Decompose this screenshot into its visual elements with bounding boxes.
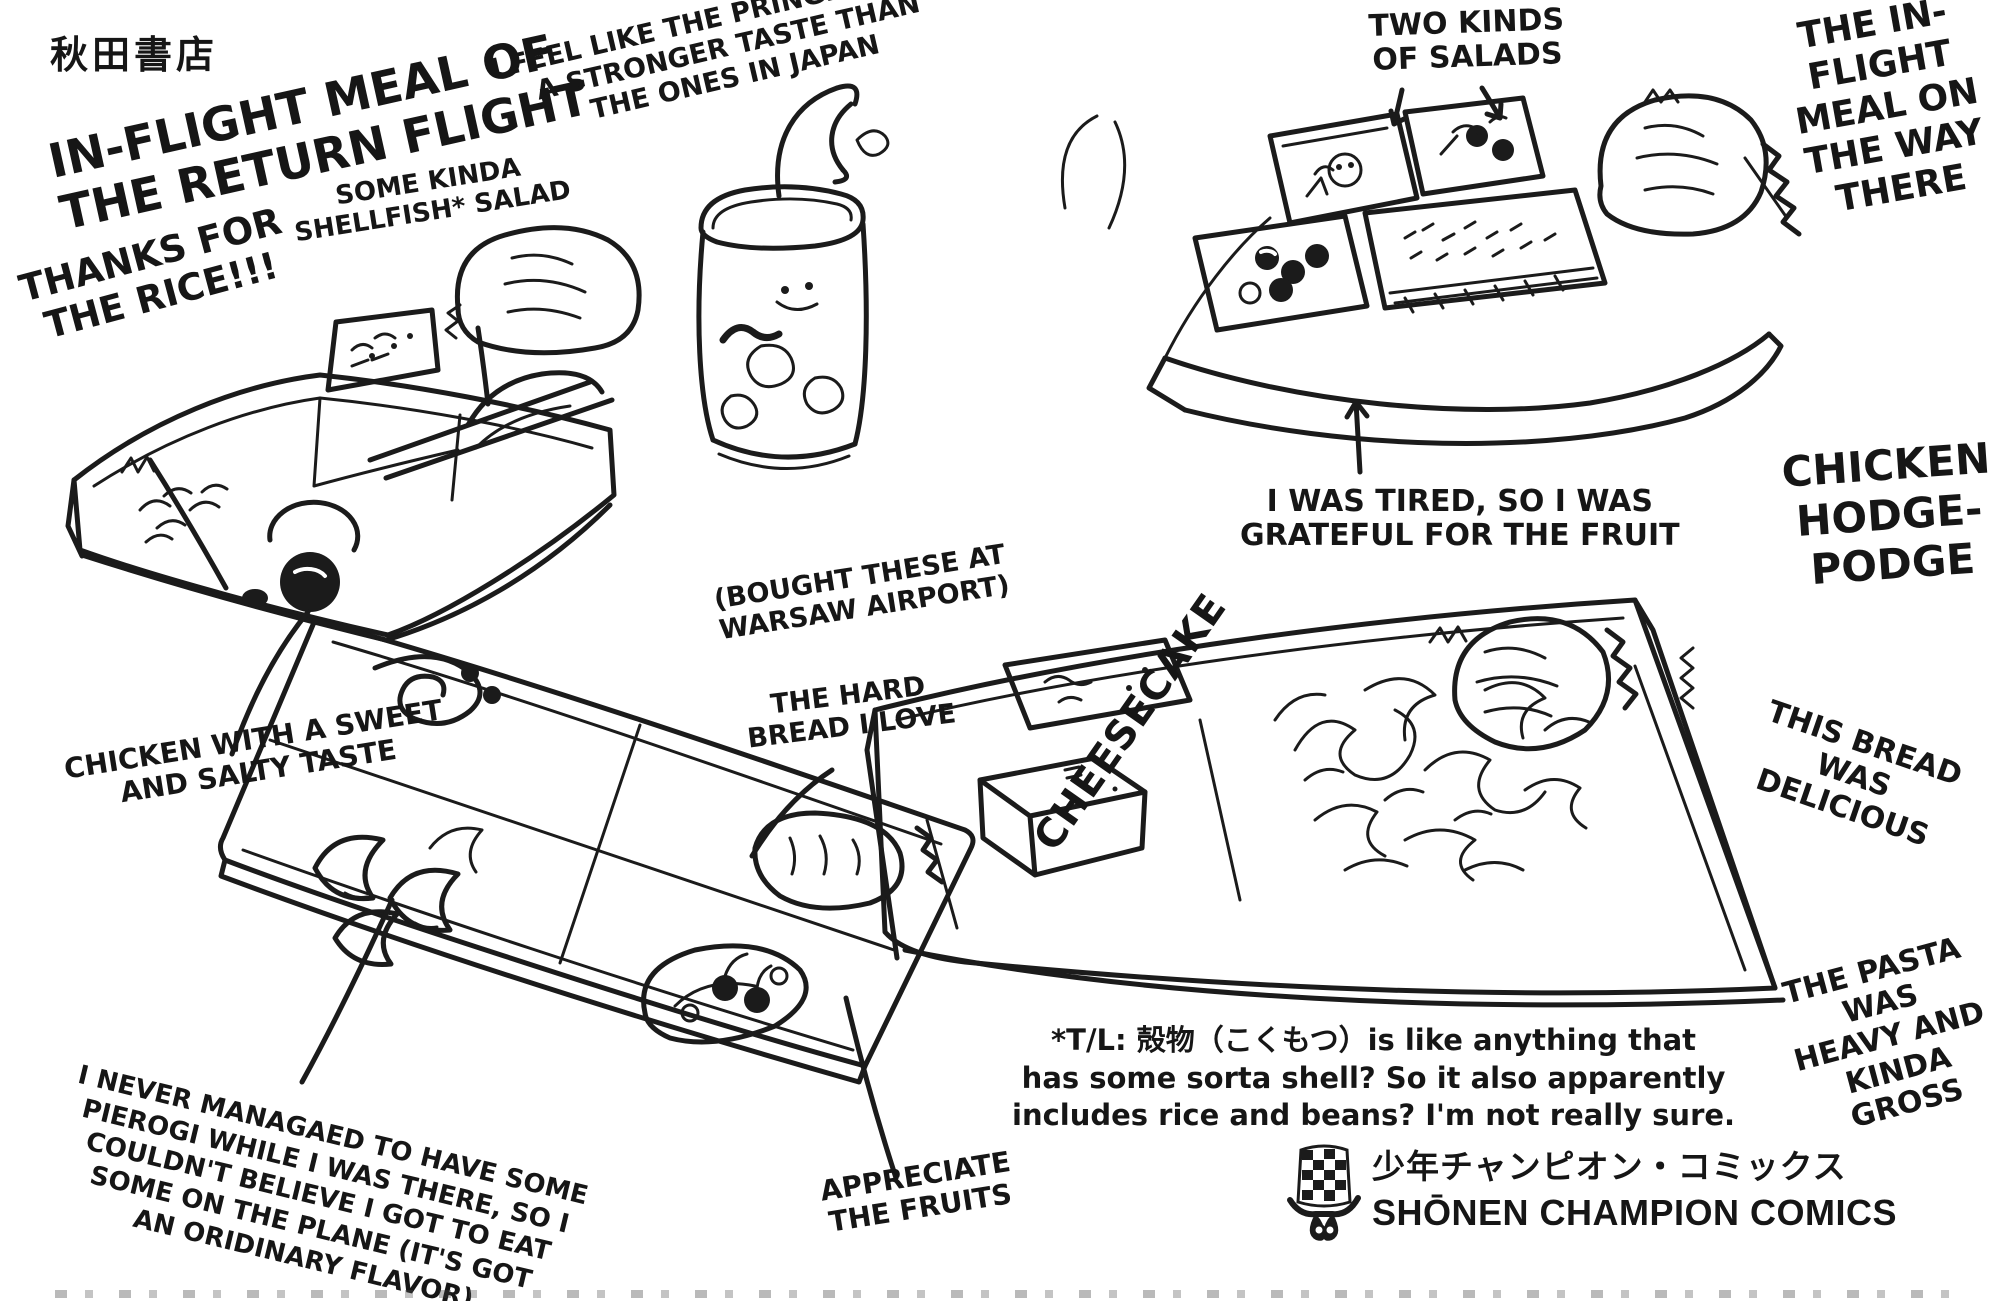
bento-chicken-hodgepodge-sketch <box>864 597 1786 1008</box>
bento-return-flight-sketch <box>65 225 642 643</box>
publisher-name: 秋田書店 <box>50 33 219 77</box>
pointer-line-shellfish <box>475 325 491 407</box>
title-way-there: THE IN- FLIGHT MEAL ON THE WAY THERE <box>1792 0 1987 221</box>
champion-hat-icon <box>1287 1144 1361 1241</box>
label-chicken-hodgepodge: CHICKEN HODGE- PODGE <box>1780 433 1992 595</box>
champion-logo-jp: 少年チャンピオン・コミックス <box>1372 1147 1847 1186</box>
pointer-line-fruits <box>843 995 899 1181</box>
cropped-text-edge <box>55 1290 1955 1298</box>
down-arrow-icon <box>1388 87 1409 127</box>
pointer-line-pierogi <box>299 897 395 1085</box>
up-arrow-icon <box>1344 399 1370 475</box>
label-tired-grateful-fruit: I WAS TIRED, SO I WAS GRATEFUL FOR THE F… <box>1240 484 1680 554</box>
translator-note: *T/L: 殻物（こくもつ）is like anything that has … <box>1012 1023 1736 1133</box>
pointer-line-chicken <box>229 609 311 757</box>
champion-logo-en: SHŌNEN CHAMPION COMICS <box>1372 1192 1898 1233</box>
label-two-kinds-of-salads: TWO KINDS OF SALADS <box>1367 2 1565 79</box>
pointer-line-thanks-rice <box>147 457 229 591</box>
down-arrow-icon <box>1479 85 1504 121</box>
bento-way-there-sketch <box>1060 88 1802 446</box>
pringles-can-sketch <box>696 83 890 470</box>
pointer-line-hard-bread <box>749 767 835 859</box>
